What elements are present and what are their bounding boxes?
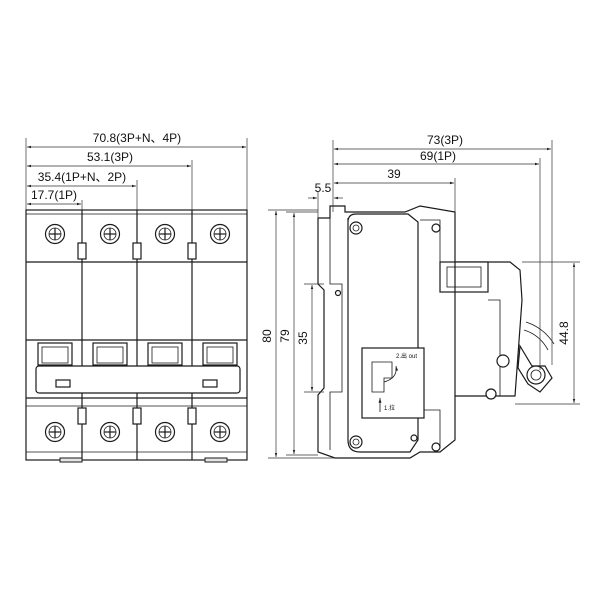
- dim-height-79: 79: [278, 329, 292, 343]
- terminal-screw-icon: [154, 421, 176, 443]
- terminal-screw-icon: [44, 421, 66, 443]
- terminal-screw-icon: [99, 223, 121, 245]
- side-dimensions: 73(3P) 69(1P) 39 5.5 80 79 35 44.8: [260, 133, 580, 459]
- label-in: 1.拉: [384, 404, 395, 412]
- dim-height-35: 35: [296, 331, 310, 345]
- front-dimensions: 70.8(3P+N、4P) 53.1(3P) 35.4(1P+N、2P) 17.…: [25, 131, 248, 210]
- operation-label: 2.出 out 1.拉: [361, 347, 425, 419]
- terminal-screw-icon: [99, 421, 121, 443]
- dim-5-5: 5.5: [315, 181, 332, 195]
- dim-width-4p: 70.8(3P+N、4P): [93, 131, 181, 145]
- terminal-screw-icon: [44, 223, 66, 245]
- terminal-screw-icon: [209, 223, 231, 245]
- dim-width-1p: 17.7(1P): [31, 188, 77, 202]
- label-out: 2.出 out: [396, 352, 417, 360]
- front-view: 70.8(3P+N、4P) 53.1(3P) 35.4(1P+N、2P) 17.…: [25, 131, 248, 463]
- side-view: 2.出 out 1.拉 73(3P) 69(1P) 39 5.5: [260, 133, 580, 459]
- terminal-screw-icon: [209, 421, 231, 443]
- dim-depth-1p: 69(1P): [420, 149, 456, 163]
- dim-depth-3p: 73(3P): [427, 133, 463, 147]
- dim-39: 39: [387, 167, 401, 181]
- dim-width-2p: 35.4(1P+N、2P): [38, 170, 126, 184]
- terminal-screw-icon: [154, 223, 176, 245]
- handle-windows: [37, 342, 238, 366]
- dim-width-3p: 53.1(3P): [87, 150, 133, 164]
- dim-44-8: 44.8: [557, 321, 571, 345]
- handle-bar: [35, 365, 241, 394]
- pole-separators: [77, 210, 197, 460]
- dim-height-80: 80: [260, 329, 274, 343]
- handle-lever-icon: [517, 321, 555, 393]
